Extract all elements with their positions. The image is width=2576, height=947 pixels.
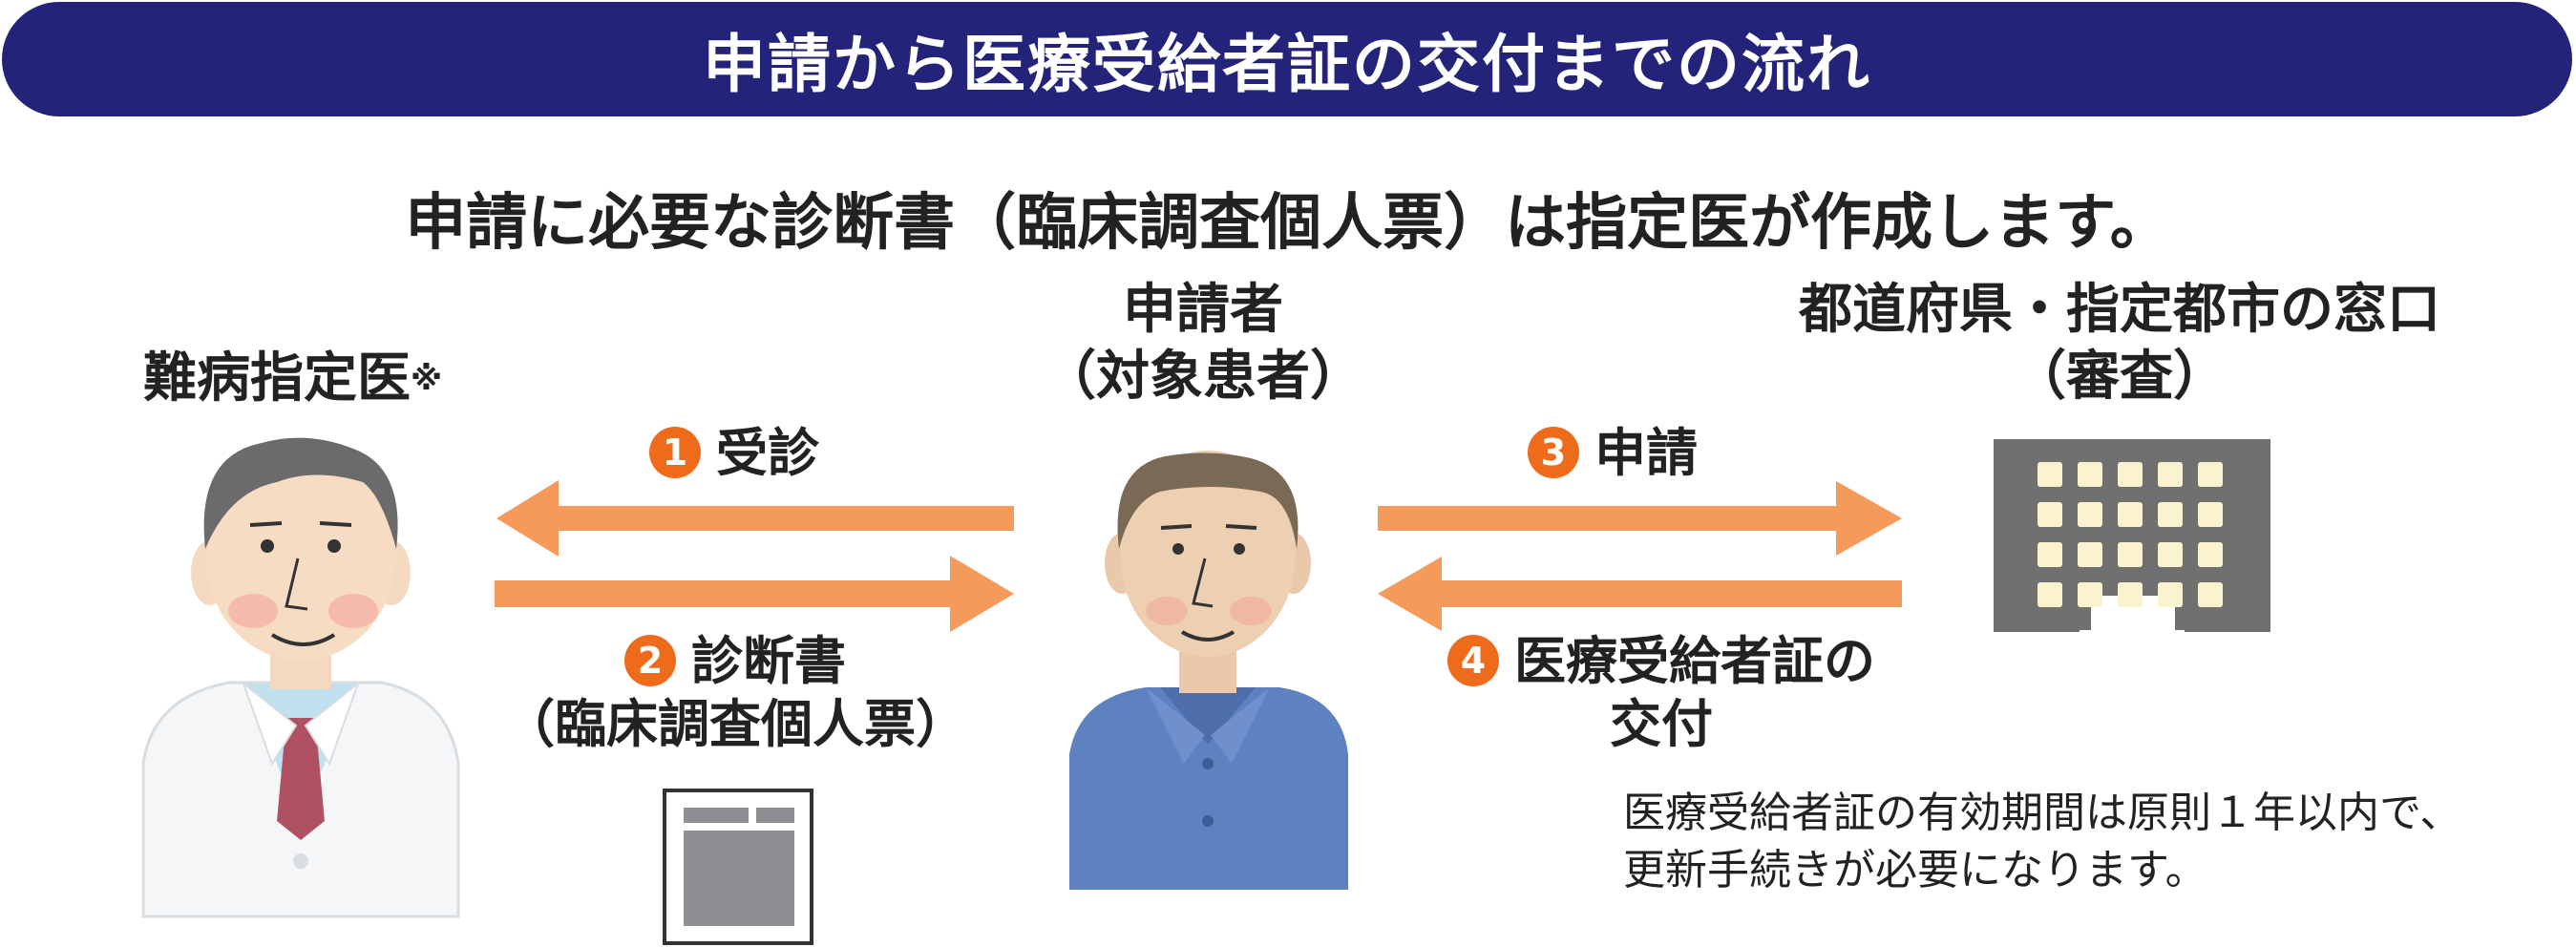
step-2-subtext: （臨床調査個人票） xyxy=(503,694,967,754)
building-window xyxy=(2198,582,2223,607)
building-window xyxy=(2158,582,2183,607)
step-3-label: 3 申請 xyxy=(1528,422,1757,485)
arrow-consult xyxy=(496,480,1014,557)
building-window xyxy=(2158,542,2183,567)
building-window xyxy=(2038,462,2062,487)
arrow-apply xyxy=(1378,481,1902,556)
step-4-label: 4 医療受給者証の 交付 xyxy=(1432,630,1890,756)
step-2-label: 2 診断書 （臨床調査個人票） xyxy=(496,630,974,756)
building-window xyxy=(2038,502,2062,527)
step-4-text: 医療受給者証の xyxy=(1514,631,1875,691)
office-title: 都道府県・指定都市の窓口 xyxy=(1799,279,2440,341)
step-1-label: 1 受診 xyxy=(649,422,878,485)
patient-illustration xyxy=(1069,451,1348,890)
building-window xyxy=(2038,582,2062,607)
building-window xyxy=(2078,502,2102,527)
building-window xyxy=(2118,502,2143,527)
applicant-title: 申請者 xyxy=(1123,279,1283,341)
validity-note-line1: 医療受給者証の有効期間は原則１年以内で、 xyxy=(1623,789,2462,837)
validity-note-line2: 更新手続きが必要になります。 xyxy=(1623,846,2207,894)
building-window xyxy=(2038,542,2062,567)
applicant-label: 申請者 （対象患者） xyxy=(974,277,1432,410)
title-banner: 申請から医療受給者証の交付までの流れ xyxy=(2,2,2572,116)
building-window xyxy=(2198,502,2223,527)
building-window xyxy=(2078,582,2102,607)
office-subtitle: （審査） xyxy=(2013,346,2227,408)
arrow-certificate xyxy=(495,556,1014,632)
step-4-number: 4 xyxy=(1447,635,1499,687)
building-window xyxy=(2158,462,2183,487)
building-window xyxy=(2118,542,2143,567)
applicant-subtitle: （対象患者） xyxy=(1043,346,1363,408)
building-window xyxy=(2118,462,2143,487)
validity-note: 医療受給者証の有効期間は原則１年以内で、 更新手続きが必要になります。 xyxy=(1623,785,2461,899)
step-1-text: 受診 xyxy=(716,423,819,483)
step-2-number: 2 xyxy=(624,635,676,687)
building-window xyxy=(2198,462,2223,487)
doctor-illustration xyxy=(141,437,460,918)
building-windows xyxy=(2038,462,2223,607)
document-icon xyxy=(663,789,813,945)
office-label: 都道府県・指定都市の窓口 （審査） xyxy=(1747,277,2492,410)
building-window xyxy=(2078,462,2102,487)
building-window xyxy=(2158,502,2183,527)
step-3-number: 3 xyxy=(1528,427,1579,479)
subtitle: 申請に必要な診断書（臨床調査個人票）は指定医が作成します。 xyxy=(405,188,2171,259)
step-2-text: 診断書 xyxy=(691,631,846,691)
step-4-subtext: 交付 xyxy=(1610,694,1713,754)
page-title: 申請から医療受給者証の交付までの流れ xyxy=(703,28,1871,101)
building-window xyxy=(2198,542,2223,567)
building-window xyxy=(2078,542,2102,567)
step-1-number: 1 xyxy=(649,427,701,479)
doctor-note-mark: ※ xyxy=(411,360,443,398)
doctor-label: 難病指定医※ xyxy=(143,346,525,412)
building-window xyxy=(2118,582,2143,607)
arrow-issue xyxy=(1378,557,1902,631)
doctor-label-text: 難病指定医 xyxy=(143,347,411,410)
step-3-text: 申請 xyxy=(1594,423,1698,483)
